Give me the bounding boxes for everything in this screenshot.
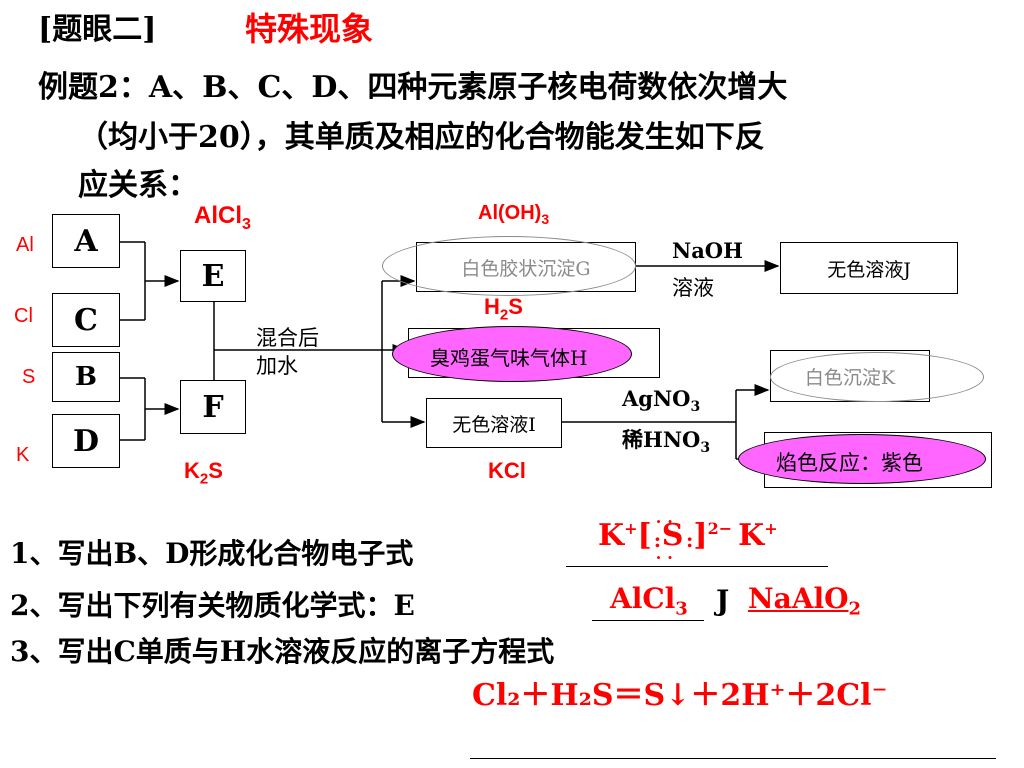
annot-g-aloh3: Al(OH)3: [478, 202, 550, 227]
annot-e-alcl3: AlCl3: [194, 202, 251, 233]
answer-2-e: AlCl3: [610, 582, 688, 620]
condition-mix-2: 加水: [256, 354, 298, 378]
ellipse-flame: [738, 434, 986, 484]
box-e: E: [180, 250, 246, 302]
box-f-label: F: [202, 389, 224, 425]
heading-topic: 特殊现象: [245, 10, 374, 48]
annot-h-h2s: H2S: [484, 294, 523, 324]
question-3-blank: [470, 758, 996, 759]
ellipse-g: [382, 236, 636, 296]
problem-line-2: （均小于20），其单质及相应的化合物能发生如下反: [78, 120, 765, 155]
box-f: F: [180, 380, 246, 434]
ellipse-h: [392, 326, 632, 382]
question-2: 2、写出下列有关物质化学式：E: [10, 589, 415, 622]
condition-mix-1: 混合后: [256, 326, 319, 350]
box-d-label: D: [72, 423, 99, 459]
answer-1-electron-formula: K+[··:S:··]2−K+: [598, 512, 778, 567]
box-c-label: C: [74, 302, 98, 338]
label-k: K: [16, 444, 30, 466]
problem-line-1: 例题2：A、B、C、D、四种元素原子核电荷数依次增大: [38, 70, 788, 105]
box-a-label: A: [74, 223, 98, 259]
condition-naoh-2: 溶液: [672, 276, 714, 300]
box-b-label: B: [75, 362, 97, 392]
label-cl: Cl: [14, 305, 33, 327]
box-j-label: 无色溶液J: [827, 258, 911, 281]
annot-i-kcl: KCl: [488, 458, 526, 483]
question-1: 1、写出B、D形成化合物电子式: [10, 537, 414, 570]
heading-bracket: [题眼二]: [38, 12, 157, 47]
condition-hno3: 稀HNO3: [622, 427, 711, 457]
box-a: A: [52, 214, 120, 268]
question-2-j-label: J: [716, 584, 730, 617]
ellipse-k: [770, 352, 984, 402]
answer-2-j: NaAlO2: [748, 582, 862, 620]
box-h-label: 臭鸡蛋气味气体H: [430, 346, 588, 370]
label-al: Al: [16, 234, 34, 256]
box-i: 无色溶液I: [426, 398, 562, 448]
answer-3-equation: Cl₂＋H₂S＝S↓＋2H⁺＋2Cl⁻: [472, 678, 888, 713]
box-i-label: 无色溶液I: [452, 413, 536, 436]
question-3: 3、写出C单质与H水溶液反应的离子方程式: [10, 635, 555, 668]
question-2-blank-e: [592, 620, 704, 621]
condition-naoh-1: NaOH: [672, 238, 743, 263]
question-1-blank: [566, 566, 828, 567]
label-s: S: [22, 366, 36, 388]
annot-f-k2s: K2S: [184, 458, 223, 488]
problem-line-3: 应关系：: [78, 168, 198, 203]
box-j: 无色溶液J: [780, 242, 958, 294]
condition-agno3: AgNO3: [622, 386, 701, 416]
box-e-label: E: [201, 258, 225, 294]
box-d: D: [52, 414, 120, 468]
box-flame-label: 焰色反应：紫色: [776, 451, 923, 475]
box-c: C: [52, 293, 120, 347]
box-b: B: [52, 352, 120, 402]
